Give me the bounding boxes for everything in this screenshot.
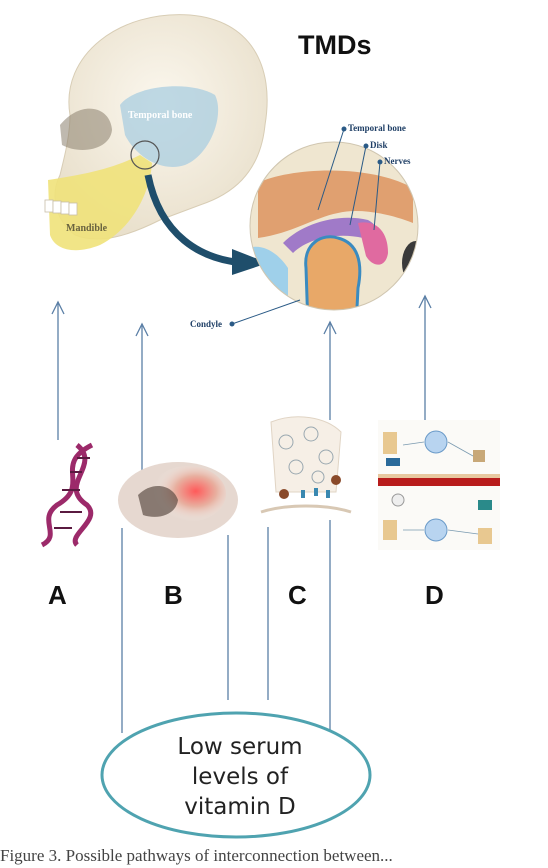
factor-label-a: A: [48, 580, 67, 610]
factor-label-b: B: [164, 580, 183, 610]
synapse-icon: [260, 416, 352, 514]
oval-line-2: levels of: [191, 764, 289, 790]
factor-label-d: D: [425, 580, 444, 610]
oval-line-3: vitamin D: [184, 794, 296, 820]
figure-caption: Figure 3. Possible pathways of interconn…: [0, 846, 393, 865]
skull-label-mandible: Mandible: [66, 223, 108, 234]
dna-icon: [40, 442, 94, 548]
oval-line-1: Low serum: [177, 734, 303, 760]
skull-label-temporal-bone: Temporal bone: [128, 110, 193, 121]
vitamin-d-oval: [100, 711, 372, 839]
vitamin-d-oval-text: Low serum levels of vitamin D: [140, 732, 340, 822]
inset-label-nerves: Nerves: [384, 156, 411, 166]
factor-label-c: C: [288, 580, 307, 610]
skull-illustration: [44, 14, 268, 265]
inset-label-disk: Disk: [370, 140, 388, 150]
vitamin-d-pathway-icon: [378, 420, 500, 550]
joint-inset: [249, 141, 419, 311]
dark-arrow-head: [232, 249, 268, 275]
inset-label-temporal-bone: Temporal bone: [348, 123, 406, 133]
inset-label-condyle: Condyle: [190, 319, 223, 329]
jaw-pain-icon: [118, 462, 238, 538]
diagram-title: TMDs: [298, 30, 372, 60]
